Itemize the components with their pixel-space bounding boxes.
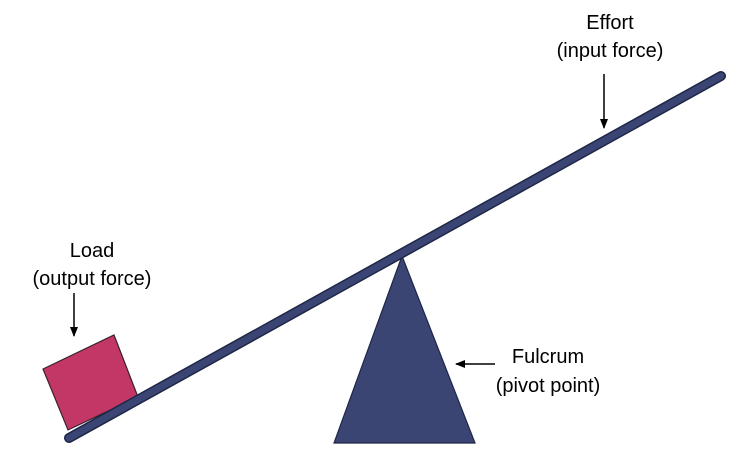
load-subtitle: (output force) (33, 268, 152, 290)
fulcrum-triangle (333, 254, 476, 444)
fulcrum-subtitle: (pivot point) (496, 375, 601, 397)
load-title: Load (70, 240, 115, 262)
fulcrum-title: Fulcrum (512, 346, 584, 368)
lever-bar-fill (65, 72, 725, 442)
effort-subtitle: (input force) (557, 40, 664, 62)
load-box (42, 334, 139, 431)
effort-title: Effort (586, 12, 634, 34)
